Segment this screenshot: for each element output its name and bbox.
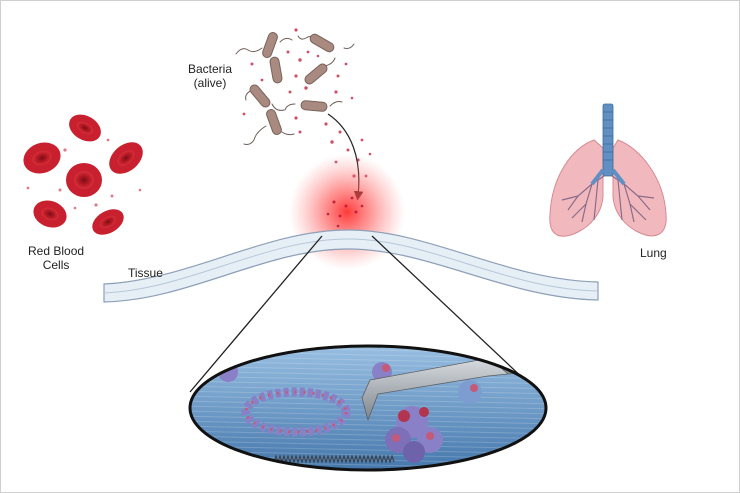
protein-clusters	[218, 362, 482, 463]
rbc-6	[92, 209, 124, 235]
lung-illustration	[549, 103, 667, 237]
coil-spring	[273, 454, 395, 464]
zoom-line-right	[371, 235, 545, 399]
rbc-2	[23, 142, 61, 174]
tissue-band	[103, 229, 599, 303]
rbc-5	[33, 200, 67, 228]
rbc-particles	[26, 138, 142, 210]
bacteria-state-label: (alive)	[193, 76, 227, 90]
rbc-4	[66, 163, 102, 197]
bacteria-label-group: Bacteria (alive)	[188, 62, 232, 90]
zoom-line-left	[189, 235, 323, 393]
red-blood-label: Red Blood	[28, 244, 85, 258]
lung-label: Lung	[640, 246, 667, 260]
rbc-1	[69, 114, 101, 142]
rbc-3	[109, 142, 143, 174]
zoom-ellipse	[188, 344, 548, 472]
bacteria-label: Bacteria	[188, 62, 233, 76]
tissue-midline	[103, 238, 599, 294]
rbc-label-group: Red Blood Cells	[28, 244, 84, 272]
red-blood-cells	[23, 114, 143, 235]
bacteria-cluster	[235, 28, 372, 178]
cells-label: Cells	[42, 258, 70, 272]
glow-particles	[326, 196, 364, 228]
tissue-label: Tissue	[128, 266, 163, 280]
